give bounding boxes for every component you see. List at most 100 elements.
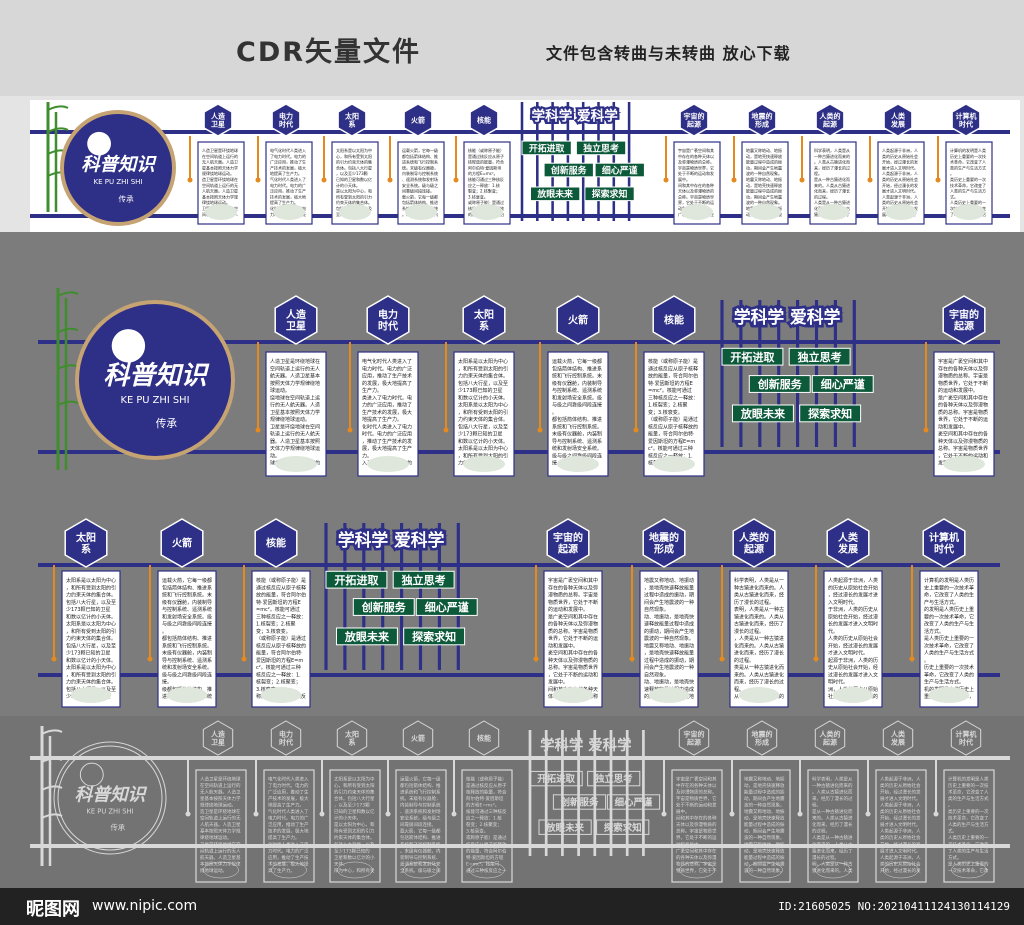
text-card-line: 运载火箭，它每一级 bbox=[402, 147, 438, 153]
text-card-line: （或称原子能）是通过 bbox=[256, 635, 306, 642]
text-card-line: 卫星是环绕地球在空 bbox=[200, 841, 241, 848]
mountain-watermark bbox=[557, 456, 599, 472]
text-card-line: 式。 bbox=[948, 828, 957, 835]
text-card-line: 来的。人类从古猿进化 bbox=[734, 671, 784, 678]
text-card bbox=[943, 769, 995, 883]
text-card-line: 的过程。 bbox=[734, 657, 754, 664]
connector-dot bbox=[935, 177, 941, 183]
topic-hexagon bbox=[950, 720, 982, 756]
mountain-watermark bbox=[552, 687, 594, 703]
text-card-line: 类的生产与生活方式 bbox=[948, 795, 989, 802]
text-card-line: 地震又称地动、地振 bbox=[744, 841, 785, 848]
bamboo-leaf-icon bbox=[41, 785, 63, 791]
text-card-line: 提高了生产力。 bbox=[270, 199, 298, 205]
topic-hexagon bbox=[271, 103, 301, 137]
text-card-line: 波的一种自然现象。 bbox=[746, 170, 782, 176]
text-card-line: 程。 bbox=[814, 170, 822, 176]
text-card-line: 系统和飞行控制系统。 bbox=[162, 642, 212, 649]
text-card-line: 放的能量，符合阿尔伯 bbox=[256, 592, 306, 599]
emblem-disc bbox=[57, 745, 163, 851]
text-card-line: 基本按照天体力学规 bbox=[202, 193, 238, 199]
text-card-line: 类的历史从原始社会 bbox=[882, 199, 918, 205]
centerpiece-tag-label: 开拓进取 bbox=[730, 350, 775, 364]
emblem-pinyin: KE PU ZHI SHI bbox=[93, 177, 142, 186]
text-card-line: 卫星是环绕地球在空间 bbox=[270, 423, 320, 430]
topic-label: 人类的 bbox=[739, 531, 769, 544]
text-card-line: 种古猿进化而来的。人 bbox=[734, 584, 784, 591]
text-card bbox=[329, 769, 381, 883]
topic-label: 人类 bbox=[838, 531, 858, 544]
topic-label: 宇宙的 bbox=[684, 729, 705, 738]
text-card-line: 人造卫星是环绕地球 bbox=[202, 147, 238, 153]
text-card-line: 总称。宇宙是物质世界 bbox=[548, 664, 598, 671]
text-card-line: 与级之间靠级间段连接 bbox=[552, 402, 602, 409]
text-card-line: 核能（或称原子能）是 bbox=[256, 577, 306, 584]
text-card-line: 人造卫星是环绕地球在 bbox=[270, 358, 320, 365]
centerpiece-tag-label: 放眼未来 bbox=[545, 822, 584, 834]
text-card-line: 都包括箭体结构、推 bbox=[402, 153, 438, 159]
topic-hexagon bbox=[652, 295, 696, 345]
text-card-line: 包括箭体结构、推进 bbox=[400, 834, 441, 841]
mountain-watermark bbox=[951, 861, 987, 879]
text-card-line: 力约束天体的集合体。 bbox=[66, 635, 116, 642]
text-card-line: 人类起源于非洲，人 bbox=[882, 147, 918, 153]
topic-label: 核能 bbox=[664, 314, 684, 327]
text-card-line: 泛应用，推动了生产 bbox=[268, 821, 309, 828]
text-card-line: 统和发射场安全系统。 bbox=[552, 445, 602, 452]
text-card-line: 广泛应用，推动了生 bbox=[268, 789, 309, 796]
text-card-line: 地震又称地动、地振 bbox=[746, 147, 782, 153]
text-card-line: 遥测系统和发射场安 bbox=[400, 860, 441, 867]
moon-icon bbox=[87, 131, 111, 156]
text-card-line: ，和所有受到太阳的引 bbox=[66, 671, 116, 678]
text-card-line: 是以太阳为中心，和 bbox=[334, 821, 375, 828]
text-card-line: 包括箭体结构、推进系 bbox=[552, 365, 602, 372]
topic-label: 地震的 bbox=[649, 531, 679, 544]
text-card-line: 起源于非洲，人类的历 bbox=[828, 657, 878, 664]
text-card-line: 是人类历史上重要的一 bbox=[924, 635, 974, 642]
topic-hexagon bbox=[951, 103, 981, 137]
text-card-line: 一种古猿进化而来的 bbox=[812, 782, 853, 789]
text-card-line: 包括八大行星，以及 bbox=[334, 841, 375, 848]
text-card-line: 波的一种自然现象。 bbox=[744, 867, 785, 874]
text-card-line: 地提高了生产力。 bbox=[362, 416, 402, 423]
text-card-line: 历史上重要的一次技 bbox=[948, 782, 989, 789]
text-card-line: 展中。 bbox=[676, 808, 690, 815]
text-card-line: 太阳系是以太阳为中心 bbox=[66, 577, 116, 584]
text-card-line: 宇宙是广袤空间和其 bbox=[676, 776, 717, 783]
topic-label: 系 bbox=[349, 119, 356, 128]
footer-site[interactable]: www.nipic.com bbox=[92, 898, 198, 914]
text-card-line: 计的小天体。 bbox=[334, 815, 361, 822]
text-card-line: 绕地球在空间轨道上运 bbox=[270, 394, 320, 401]
text-card-line: ，是地壳快速释放能量 bbox=[644, 650, 694, 657]
text-card-line: 展才进入文明时代。 bbox=[882, 188, 918, 194]
text-card-line: 包括箭体结构、推进系 bbox=[162, 584, 212, 591]
centerpiece-tag-label: 探索求知 bbox=[604, 822, 642, 834]
text-card-line: 的各种天体以及弥漫 bbox=[676, 854, 717, 861]
text-card-line: 。 bbox=[924, 658, 929, 664]
topic-label: 形成 bbox=[755, 119, 769, 128]
text-card-line: 波的一种自然现象。 bbox=[744, 802, 785, 809]
topic-label: 计算机 bbox=[956, 111, 977, 120]
text-card-line: 所有受到太阳的引力 bbox=[336, 193, 372, 199]
mountain-watermark bbox=[204, 204, 238, 220]
text-card-line: 术革命，它改变了人 bbox=[950, 159, 986, 165]
topic-label: 人造 bbox=[211, 729, 226, 738]
text-card-line: 动，是地壳快速释放 bbox=[746, 182, 782, 188]
topic-label: 时代 bbox=[279, 119, 293, 128]
text-card-line: 无人航天器。人造卫 bbox=[200, 789, 241, 796]
text-card-line: ，和所有受到太阳的引 bbox=[66, 628, 116, 635]
text-card-line: 改变了人类的生产与生 bbox=[924, 621, 974, 628]
text-card-line: ，它处于不断的运动和 bbox=[548, 671, 598, 678]
text-card-line: 一种古猿进化而来的 bbox=[814, 153, 850, 159]
text-card-line: 和数以亿计的小天体。 bbox=[66, 657, 116, 664]
text-card-line: 已知的卫星和数以亿 bbox=[336, 176, 372, 182]
text-card-line: 。 bbox=[552, 410, 557, 416]
centerpiece-tag-label: 细心严谨 bbox=[602, 164, 638, 176]
text-card-line: 包括箭体结构、推进 bbox=[402, 199, 438, 205]
text-card-line: 力约束天体的集合体。 bbox=[66, 679, 116, 686]
topic-label: 电力 bbox=[279, 729, 293, 738]
text-card-line: 三种核反应之一释放： bbox=[256, 613, 306, 620]
text-card-line: 已知的卫星和数以亿 bbox=[334, 808, 375, 815]
topic-label: 地震的 bbox=[752, 111, 773, 120]
